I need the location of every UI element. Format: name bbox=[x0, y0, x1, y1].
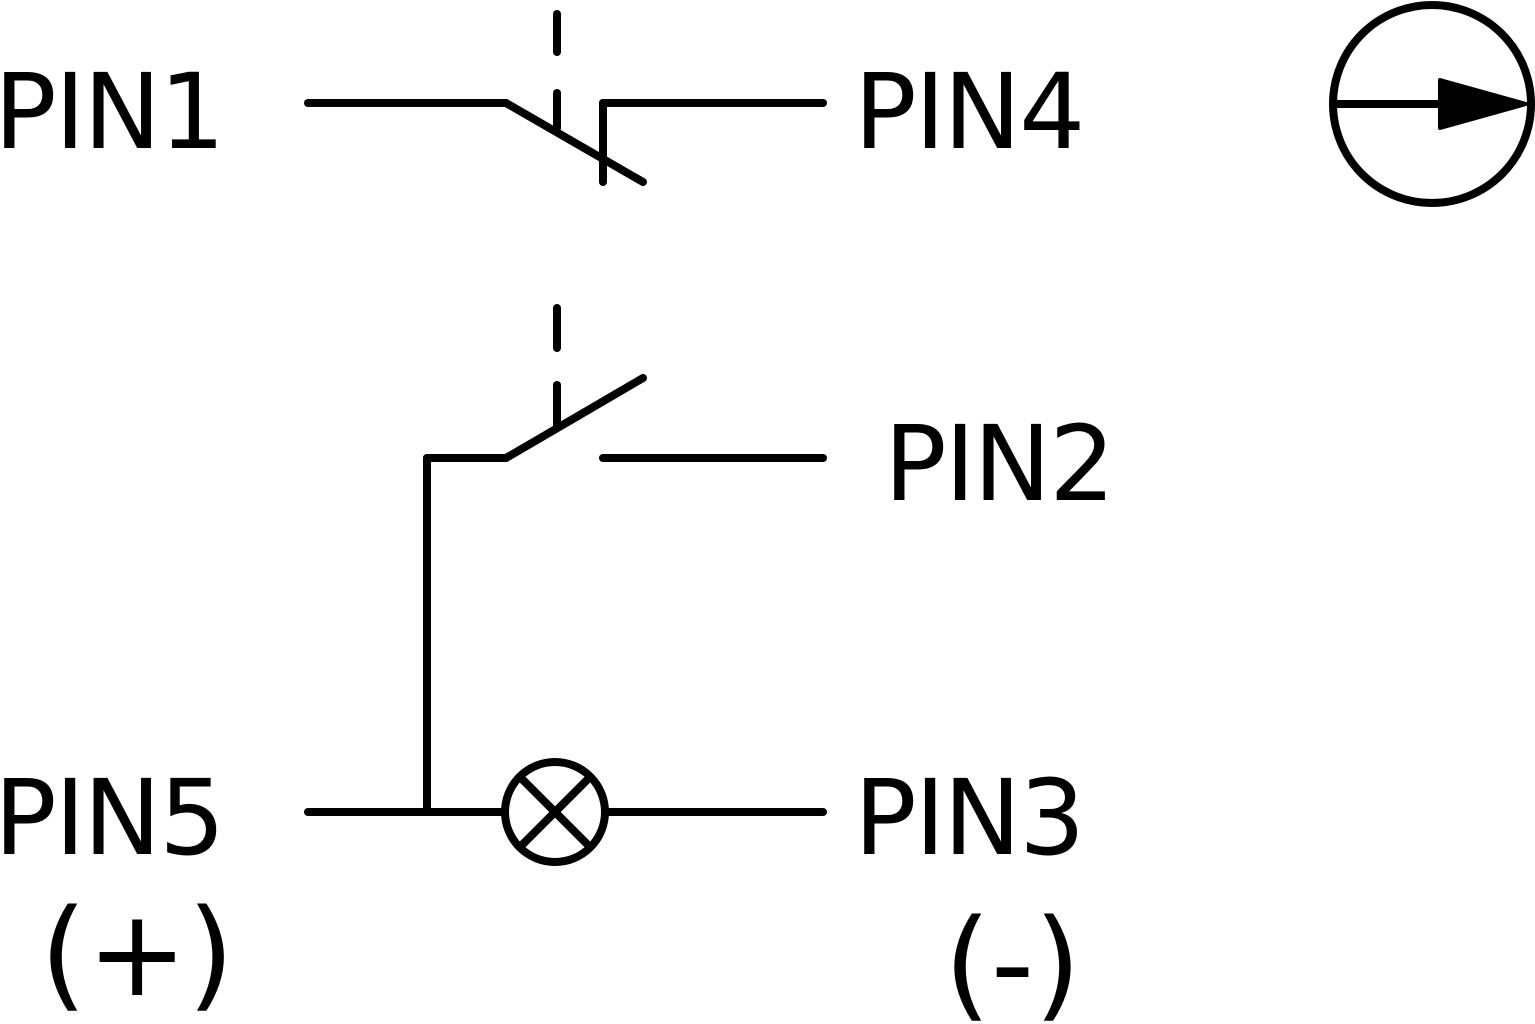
switch-no-icon bbox=[423, 374, 827, 814]
no-blade bbox=[502, 374, 647, 462]
lamp-circuit bbox=[304, 758, 827, 866]
pin1-label: PIN1 bbox=[0, 51, 223, 173]
pin3-label: PIN3 bbox=[854, 757, 1083, 879]
negative-polarity-label: (-) bbox=[944, 895, 1081, 1024]
positive-polarity-label: (+) bbox=[40, 885, 234, 1024]
pin4-label: PIN4 bbox=[854, 51, 1083, 173]
switch-nc-icon bbox=[304, 10, 827, 186]
pin5-label: PIN5 bbox=[0, 757, 223, 879]
rotary-actuator-icon bbox=[1329, 1, 1535, 207]
lamp-icon bbox=[501, 758, 609, 866]
pin2-label: PIN2 bbox=[884, 403, 1113, 525]
nc-blade bbox=[502, 99, 647, 186]
